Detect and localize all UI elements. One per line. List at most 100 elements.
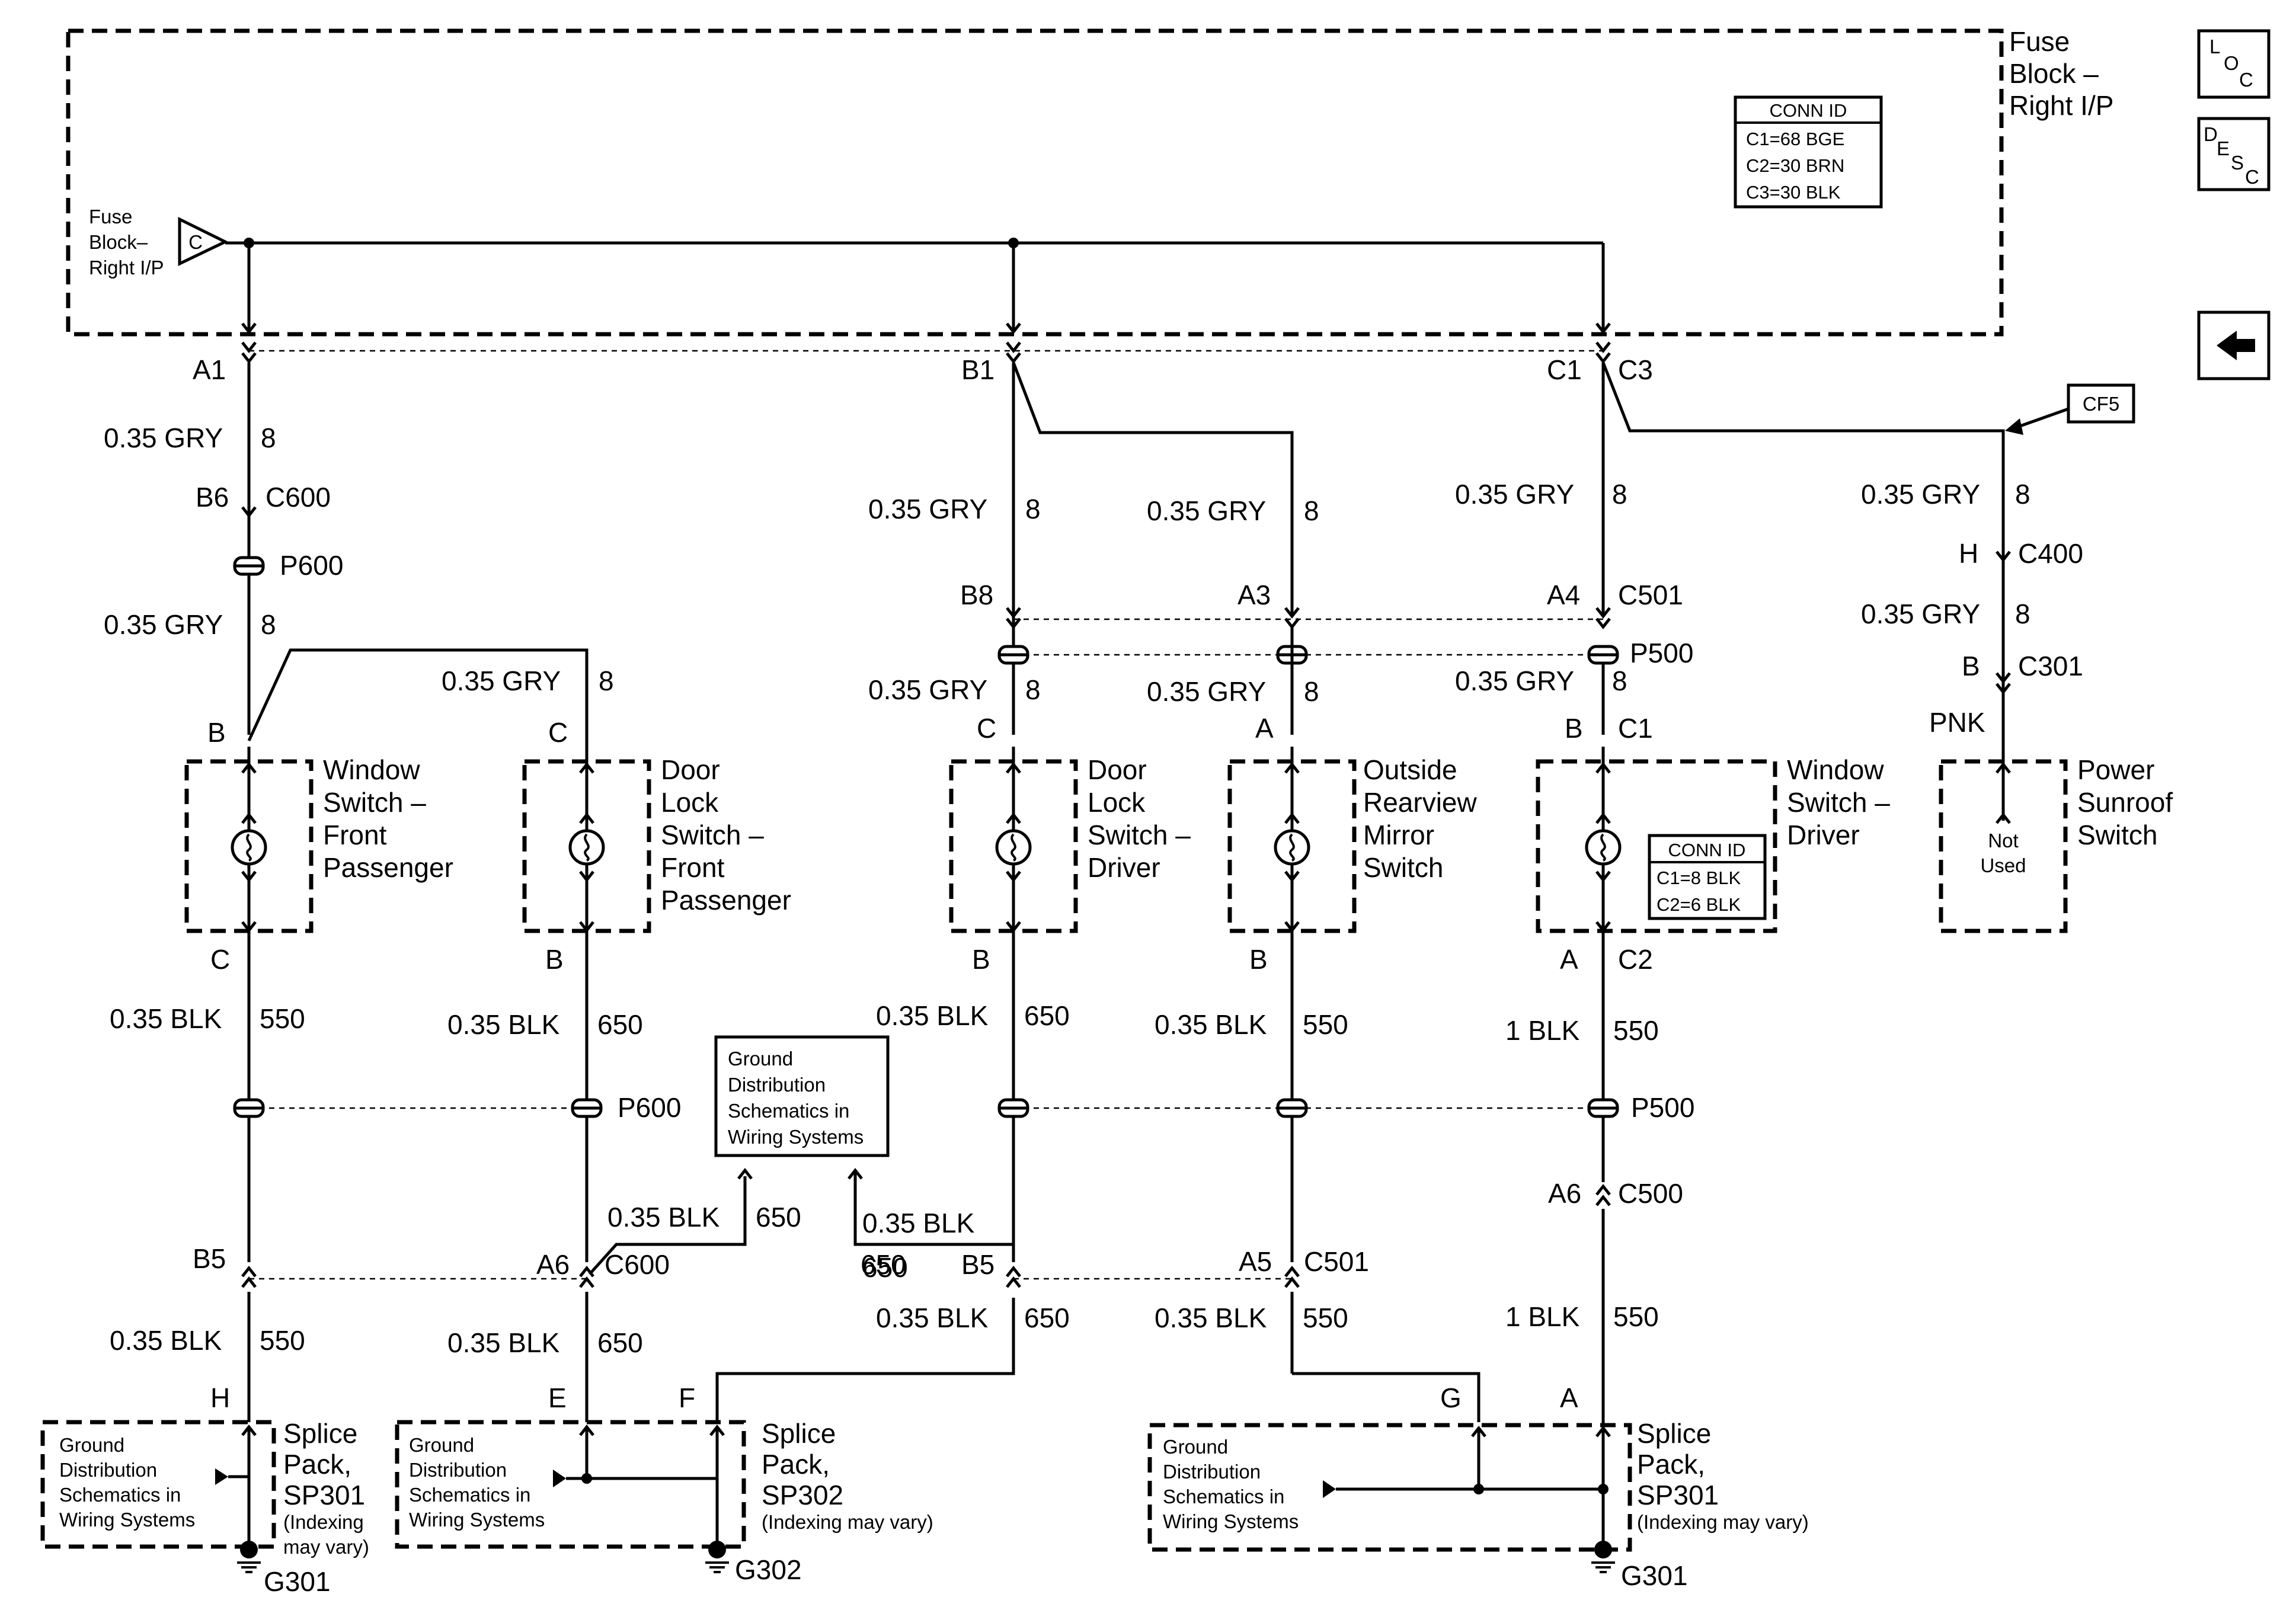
fuse-inner-label-1: Fuse (89, 206, 132, 228)
svg-text:Door: Door (1088, 754, 1147, 785)
circuit-550-4c: 550 (1303, 1009, 1348, 1040)
svg-text:(Indexing may vary): (Indexing may vary) (1637, 1511, 1809, 1533)
ground-g302: G302 (735, 1554, 802, 1585)
pin-a-mirror: A (1255, 713, 1274, 744)
svg-text:Pack,: Pack, (762, 1449, 830, 1480)
circuit-8-4b: 8 (1304, 676, 1319, 707)
svg-text:CF5: CF5 (2083, 393, 2119, 415)
wire-blk-gdr1: 0.35 BLK (607, 1202, 720, 1233)
wire-gry-1b: 0.35 GRY (104, 609, 223, 640)
svg-text:Lock: Lock (1088, 787, 1146, 818)
conn-id-c3: C3=30 BLK (1746, 182, 1841, 203)
svg-text:Distribution: Distribution (1163, 1461, 1261, 1483)
wire-blk-3c: 0.35 BLK (876, 1000, 989, 1031)
svg-text:C2=6 BLK: C2=6 BLK (1657, 894, 1741, 915)
svg-text:Driver: Driver (1088, 852, 1160, 883)
circuit-8-3b: 8 (1025, 674, 1041, 705)
svg-text:Switch: Switch (1363, 852, 1443, 883)
ground-distribution-ref-center: Ground Distribution Schematics in Wiring… (714, 1035, 890, 1157)
conn-a6-left: A6 (536, 1249, 570, 1280)
dlfp-label-5: Passenger (661, 885, 791, 916)
pin-a1: A1 (193, 354, 226, 385)
wire-gry-2a: 0.35 GRY (442, 665, 561, 696)
svg-text:L: L (2209, 36, 2220, 57)
splice-pack-sp301-right: Ground Distribution Schematics in Wiring… (1147, 1418, 1809, 1552)
svg-text:SP301: SP301 (1637, 1480, 1719, 1510)
conn-c2-wsd: C2 (1618, 944, 1653, 975)
wire-blk-2d: 0.35 BLK (447, 1327, 560, 1358)
svg-text:Distribution: Distribution (59, 1459, 157, 1481)
fuse-block-title-1: Fuse (2009, 26, 2070, 57)
conn-id-c1: C1=68 BGE (1746, 129, 1844, 149)
wire-gry-1a: 0.35 GRY (104, 422, 223, 453)
circuit-650-gdr1: 650 (756, 1202, 801, 1233)
wire-blk-4c: 0.35 BLK (1155, 1009, 1267, 1040)
fuse-inner-label-3: Right I/P (89, 257, 164, 279)
wire-gry-6a: 0.35 GRY (1861, 479, 1980, 510)
svg-text:Outside: Outside (1363, 754, 1457, 785)
svg-text:SP301: SP301 (283, 1480, 365, 1510)
wire-blk-2c: 0.35 BLK (447, 1009, 560, 1040)
wire-blk1-5d: 1 BLK (1505, 1301, 1580, 1332)
wire-blk-4d: 0.35 BLK (1155, 1302, 1267, 1333)
ground-g301-right: G301 (1621, 1560, 1688, 1591)
pin-b-dld-bottom: B (972, 944, 990, 975)
loc-icon[interactable]: L O C (2197, 29, 2271, 99)
conn-c501-bottom: C501 (1304, 1246, 1369, 1277)
conn-a4: A4 (1547, 580, 1580, 610)
pin-b-c301: B (1962, 651, 1980, 681)
circuit-8-1a: 8 (261, 422, 276, 453)
svg-text:E: E (2217, 137, 2230, 159)
wire-pnk: PNK (1929, 707, 1985, 738)
fuse-block-outline (66, 28, 2004, 337)
pin-b-wsfp: B (207, 717, 226, 748)
fuse-id-label: C (188, 231, 203, 253)
circuit-550-1d: 550 (260, 1325, 305, 1356)
conn-id-c2: C2=30 BRN (1746, 155, 1844, 176)
wire-gry-5b: 0.35 GRY (1455, 665, 1574, 696)
conn-id-table: CONN ID C1=68 BGE C2=30 BRN C3=30 BLK (1734, 95, 1883, 209)
circuit-650-2c: 650 (597, 1009, 643, 1040)
circuit-8-3a: 8 (1025, 494, 1041, 524)
svg-text:Window: Window (1787, 754, 1884, 785)
circuit-650-2d: 650 (597, 1327, 643, 1358)
conn-b6: B6 (196, 482, 229, 513)
wire-gry-3b: 0.35 GRY (868, 674, 987, 705)
svg-text:Pack,: Pack, (283, 1449, 351, 1480)
svg-text:SP302: SP302 (762, 1480, 843, 1510)
circuit-550-4d: 550 (1303, 1302, 1348, 1333)
conn-b5-left: B5 (193, 1243, 226, 1274)
wire-gry-6b: 0.35 GRY (1861, 598, 1980, 629)
conn-c600-bottom: C600 (605, 1249, 670, 1280)
conn-a5: A5 (1239, 1246, 1272, 1277)
conn-b5-mid: B5 (961, 1249, 994, 1280)
circuit-8-5b: 8 (1612, 665, 1627, 696)
splice-pack-sp302: Ground Distribution Schematics in Wiring… (395, 1418, 933, 1550)
svg-text:Switch –: Switch – (1088, 820, 1191, 850)
window-switch-driver: CONN ID C1=8 BLK C2=6 BLK Window Switch … (1536, 747, 1890, 948)
svg-text:Pack,: Pack, (1637, 1449, 1705, 1480)
window-switch-front-passenger: Window Switch – Front Passenger (184, 747, 453, 948)
circuit-650-3d: 650 (1024, 1302, 1070, 1333)
svg-text:Not: Not (1988, 830, 2018, 852)
svg-text:(Indexing: (Indexing (283, 1511, 364, 1533)
svg-text:D: D (2204, 123, 2218, 145)
wire-blk1-5c: 1 BLK (1505, 1015, 1580, 1046)
wire-gry-5a: 0.35 GRY (1455, 479, 1574, 510)
back-arrow-icon[interactable] (2197, 311, 2271, 380)
pin-b-wsd: B (1565, 713, 1583, 744)
wire-gry-3a: 0.35 GRY (868, 494, 987, 524)
svg-text:Splice: Splice (762, 1418, 836, 1449)
conn-c501-top: C501 (1618, 580, 1683, 610)
svg-text:S: S (2231, 152, 2244, 174)
circuit-8-2a: 8 (599, 665, 614, 696)
circuit-550-5c: 550 (1613, 1015, 1659, 1046)
svg-text:Wiring Systems: Wiring Systems (728, 1126, 864, 1148)
svg-text:Switch: Switch (2077, 820, 2157, 850)
svg-text:Ground: Ground (1163, 1436, 1228, 1458)
conn-c500: C500 (1618, 1178, 1683, 1209)
svg-text:Distribution: Distribution (728, 1074, 826, 1096)
dlfp-label-4: Front (661, 852, 725, 883)
desc-icon[interactable]: D E S C (2197, 117, 2271, 191)
